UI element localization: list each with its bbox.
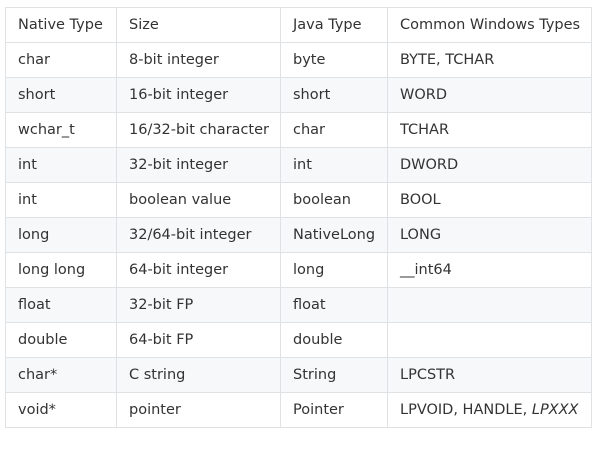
cell-windows-types: BYTE, TCHAR <box>387 42 592 78</box>
header-java-type: Java Type <box>280 7 388 43</box>
table-row: float 32-bit FP float <box>5 287 592 323</box>
cell-size: 64-bit FP <box>116 322 281 358</box>
cell-native-type: double <box>5 322 117 358</box>
cell-java-type: int <box>280 147 388 183</box>
table-row: char* C string String LPCSTR <box>5 357 592 393</box>
cell-windows-types <box>387 322 592 358</box>
cell-java-type: NativeLong <box>280 217 388 253</box>
cell-java-type: float <box>280 287 388 323</box>
table-row: void* pointer Pointer LPVOID, HANDLE, LP… <box>5 392 592 428</box>
table-row: wchar_t 16/32-bit character char TCHAR <box>5 112 592 148</box>
windows-types-italic: LPXXX <box>531 402 579 418</box>
cell-java-type: long <box>280 252 388 288</box>
cell-java-type: double <box>280 322 388 358</box>
table-row: int boolean value boolean BOOL <box>5 182 592 218</box>
header-native-type: Native Type <box>5 7 117 43</box>
cell-java-type: char <box>280 112 388 148</box>
cell-native-type: long <box>5 217 117 253</box>
cell-java-type: short <box>280 77 388 113</box>
cell-native-type: char* <box>5 357 117 393</box>
cell-native-type: int <box>5 182 117 218</box>
type-mapping-table: Native Type Size Java Type Common Window… <box>5 7 592 428</box>
table-row: short 16-bit integer short WORD <box>5 77 592 113</box>
cell-native-type: long long <box>5 252 117 288</box>
cell-java-type: byte <box>280 42 388 78</box>
cell-windows-types: WORD <box>387 77 592 113</box>
cell-size: pointer <box>116 392 281 428</box>
cell-size: 32-bit integer <box>116 147 281 183</box>
cell-windows-types: BOOL <box>387 182 592 218</box>
cell-size: 8-bit integer <box>116 42 281 78</box>
cell-java-type: String <box>280 357 388 393</box>
cell-size: 32/64-bit integer <box>116 217 281 253</box>
cell-windows-types: TCHAR <box>387 112 592 148</box>
cell-size: 16-bit integer <box>116 77 281 113</box>
type-mapping-table-container: Native Type Size Java Type Common Window… <box>5 7 592 428</box>
cell-windows-types: LONG <box>387 217 592 253</box>
cell-java-type: boolean <box>280 182 388 218</box>
cell-windows-types: LPCSTR <box>387 357 592 393</box>
cell-size: boolean value <box>116 182 281 218</box>
header-size: Size <box>116 7 281 43</box>
cell-windows-types: __int64 <box>387 252 592 288</box>
table-row: char 8-bit integer byte BYTE, TCHAR <box>5 42 592 78</box>
cell-java-type: Pointer <box>280 392 388 428</box>
cell-size: 64-bit integer <box>116 252 281 288</box>
cell-native-type: char <box>5 42 117 78</box>
cell-windows-types <box>387 287 592 323</box>
table-row: int 32-bit integer int DWORD <box>5 147 592 183</box>
table-row: double 64-bit FP double <box>5 322 592 358</box>
cell-windows-types: DWORD <box>387 147 592 183</box>
cell-size: 16/32-bit character <box>116 112 281 148</box>
windows-types-plain: LPVOID, HANDLE, <box>400 402 532 418</box>
table-header-row: Native Type Size Java Type Common Window… <box>5 7 592 43</box>
header-windows-types: Common Windows Types <box>387 7 592 43</box>
cell-native-type: wchar_t <box>5 112 117 148</box>
table-row: long long 64-bit integer long __int64 <box>5 252 592 288</box>
cell-native-type: float <box>5 287 117 323</box>
cell-size: 32-bit FP <box>116 287 281 323</box>
cell-size: C string <box>116 357 281 393</box>
cell-windows-types: LPVOID, HANDLE, LPXXX <box>387 392 592 428</box>
cell-native-type: short <box>5 77 117 113</box>
cell-native-type: void* <box>5 392 117 428</box>
cell-native-type: int <box>5 147 117 183</box>
table-row: long 32/64-bit integer NativeLong LONG <box>5 217 592 253</box>
